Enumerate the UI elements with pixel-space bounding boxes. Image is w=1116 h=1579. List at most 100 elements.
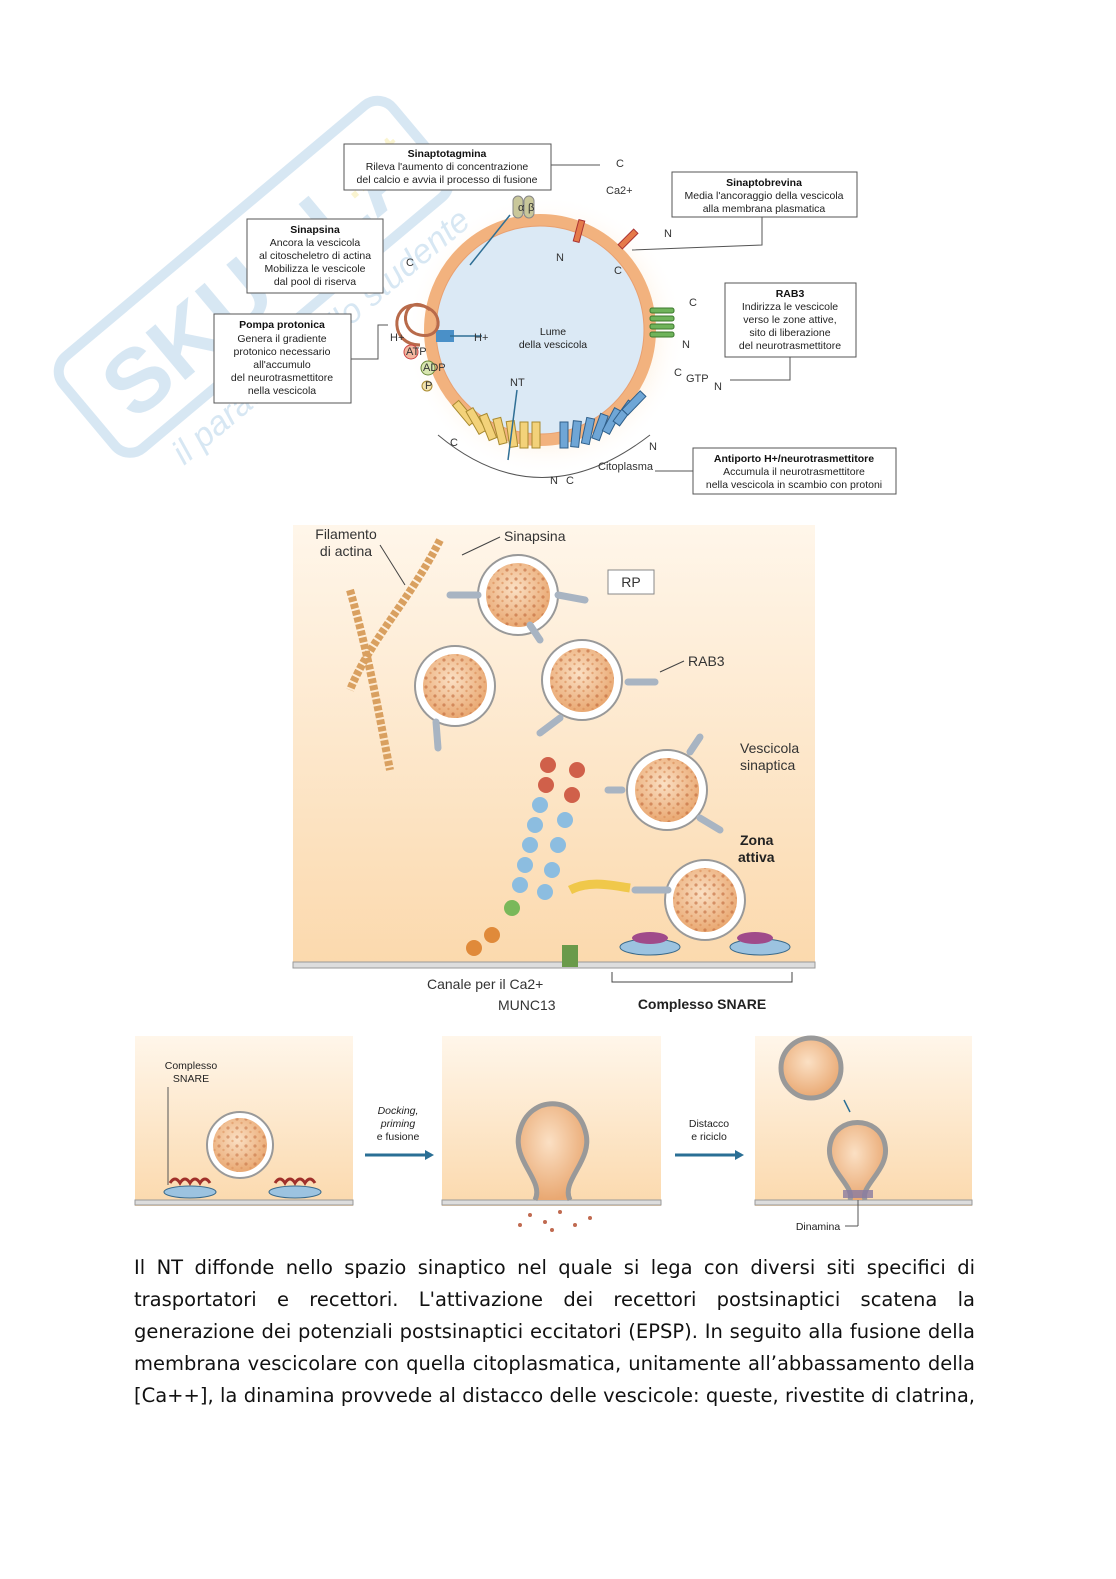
callout-sinapsina: Sinapsina Ancora la vescicola al citosch… (246, 218, 384, 294)
snare-label: SNARE (173, 1073, 209, 1085)
callout-text: nella vescicola (248, 385, 316, 397)
actin-filament (346, 588, 394, 771)
callout-text: Ancora la vescicola (270, 237, 361, 249)
callout-text: Rileva l'aumento di concentrazione (366, 161, 529, 173)
step-label: Docking, (378, 1105, 419, 1117)
vesicle (626, 749, 708, 831)
vesicle (477, 554, 559, 636)
gtp-label: GTP (686, 373, 709, 385)
arrow-step-1: Docking, priming e fusione (365, 1105, 434, 1160)
synaptobrevin-shape (617, 228, 639, 250)
step-label: Distacco (689, 1118, 729, 1130)
n-terminal: N (664, 228, 672, 240)
cytoplasm-label: Citoplasma (598, 461, 654, 473)
c-terminal: C (616, 158, 624, 170)
actin-filament (346, 538, 444, 692)
callout-text: del neurotrasmettitore (739, 340, 841, 352)
adp-icon (420, 360, 436, 376)
beta-subunit (523, 195, 535, 219)
arrow (507, 389, 518, 461)
callout-text: alla membrana plasmatica (703, 203, 826, 215)
callout-text: verso le zone attive, (743, 314, 836, 326)
c-terminal: C (674, 367, 682, 379)
synapsin-spiral (395, 302, 440, 347)
callout-rab3: RAB3 Indirizza le vescicole verso le zon… (724, 282, 857, 381)
p-label: P (425, 380, 432, 392)
callout-text: all'accumulo (253, 359, 311, 371)
callout-text: sito di liberazione (749, 327, 830, 339)
vesicle-diagram: Lume della vescicola ATP ADP P α β H+ H+… (213, 143, 897, 495)
callout-sinaptotagmina: Sinaptotagmina Rileva l'aumento di conce… (343, 143, 600, 191)
vesicle (541, 639, 623, 721)
synapsin-label: Sinapsina (504, 528, 566, 544)
callout-text: del calcio e avvia il processo di fusion… (357, 174, 538, 186)
n-terminal: N (682, 339, 690, 351)
vesicle-label: Vescicola (740, 740, 799, 756)
callout-text: del neurotrasmettitore (231, 372, 333, 384)
n-terminal: N (714, 381, 722, 393)
callout-text: protonico necessario (234, 346, 331, 358)
ca-label: Ca2+ (606, 185, 633, 197)
active-zone-diagram: RP Filamento di actina Sinapsina RAB3 Ve… (292, 525, 816, 1013)
callout-title: Pompa protonica (239, 319, 325, 331)
callout-text: Indirizza le vescicole (742, 301, 838, 313)
channel-label: Canale per il Ca2+ (427, 976, 543, 992)
c-terminal: C (689, 297, 697, 309)
callout-title: Sinaptobrevina (726, 177, 802, 189)
callout-title: Sinaptotagmina (408, 148, 487, 160)
fusion-steps-diagram: Complesso SNARE Docking, priming e fusio… (134, 1035, 973, 1233)
c-terminal: C (450, 437, 458, 449)
step-label: e riciclo (691, 1131, 727, 1143)
panel-fusion (441, 1036, 662, 1232)
rab3-label: RAB3 (688, 653, 725, 669)
rp-box (607, 569, 655, 595)
calcium-channel (562, 945, 578, 967)
protein-chain (466, 757, 631, 956)
rab3-tails (432, 591, 724, 894)
callout-text: al citoscheletro di actina (259, 250, 371, 262)
phosphate-icon (421, 380, 433, 392)
rab3-shape (649, 307, 675, 338)
snare-bracket (611, 972, 793, 983)
vesicle (414, 645, 496, 727)
beta-label: β (528, 202, 534, 214)
active-zone-label: Zona (740, 832, 774, 848)
c-terminal: C (566, 475, 574, 487)
alpha-subunit (512, 195, 524, 219)
step-label: e fusione (377, 1131, 420, 1143)
synaptotagmin-shape (572, 218, 586, 244)
h-label: H+ (474, 332, 488, 344)
panel-recycling: Dinamina (754, 1035, 973, 1233)
arrow (469, 214, 511, 266)
lumen-label-2: della vescicola (519, 339, 587, 351)
callout-text: Genera il gradiente (237, 333, 326, 345)
callout-text: Media l'ancoraggio della vescicola (684, 190, 843, 202)
cytoplasm-bracket (437, 434, 651, 478)
adp-label: ADP (423, 362, 446, 374)
callout-text: Mobilizza le vescicole (265, 263, 366, 275)
callout-antiporto: Antiporto H+/neurotrasmettitore Accumula… (655, 447, 897, 495)
lumen-label-1: Lume (540, 326, 566, 338)
n-terminal: N (550, 475, 558, 487)
vesicle-label: sinaptica (740, 757, 795, 773)
dynamin-label: Dinamina (796, 1221, 841, 1233)
c-terminal: C (614, 265, 622, 277)
leader-line (461, 536, 501, 556)
actin-label: Filamento (315, 526, 377, 542)
snare-label: Complesso (165, 1060, 218, 1072)
step-label: priming (380, 1118, 416, 1130)
leader-line (379, 544, 406, 586)
snare-label: Complesso SNARE (638, 996, 766, 1012)
alpha-label: α (518, 202, 525, 214)
nt-label: NT (510, 377, 525, 389)
callout-title: Sinapsina (290, 224, 340, 236)
vesicle-docked (664, 859, 746, 941)
snare-complex (619, 932, 791, 956)
body-paragraph: Il NT diffonde nello spazio sinaptico ne… (134, 1256, 975, 1407)
munc13-label: MUNC13 (498, 997, 556, 1013)
h-label: H+ (390, 332, 404, 344)
atp-label: ATP (406, 346, 427, 358)
leader-line (659, 660, 685, 673)
n-terminal: N (556, 252, 564, 264)
panel-docking: Complesso SNARE (134, 1036, 354, 1206)
